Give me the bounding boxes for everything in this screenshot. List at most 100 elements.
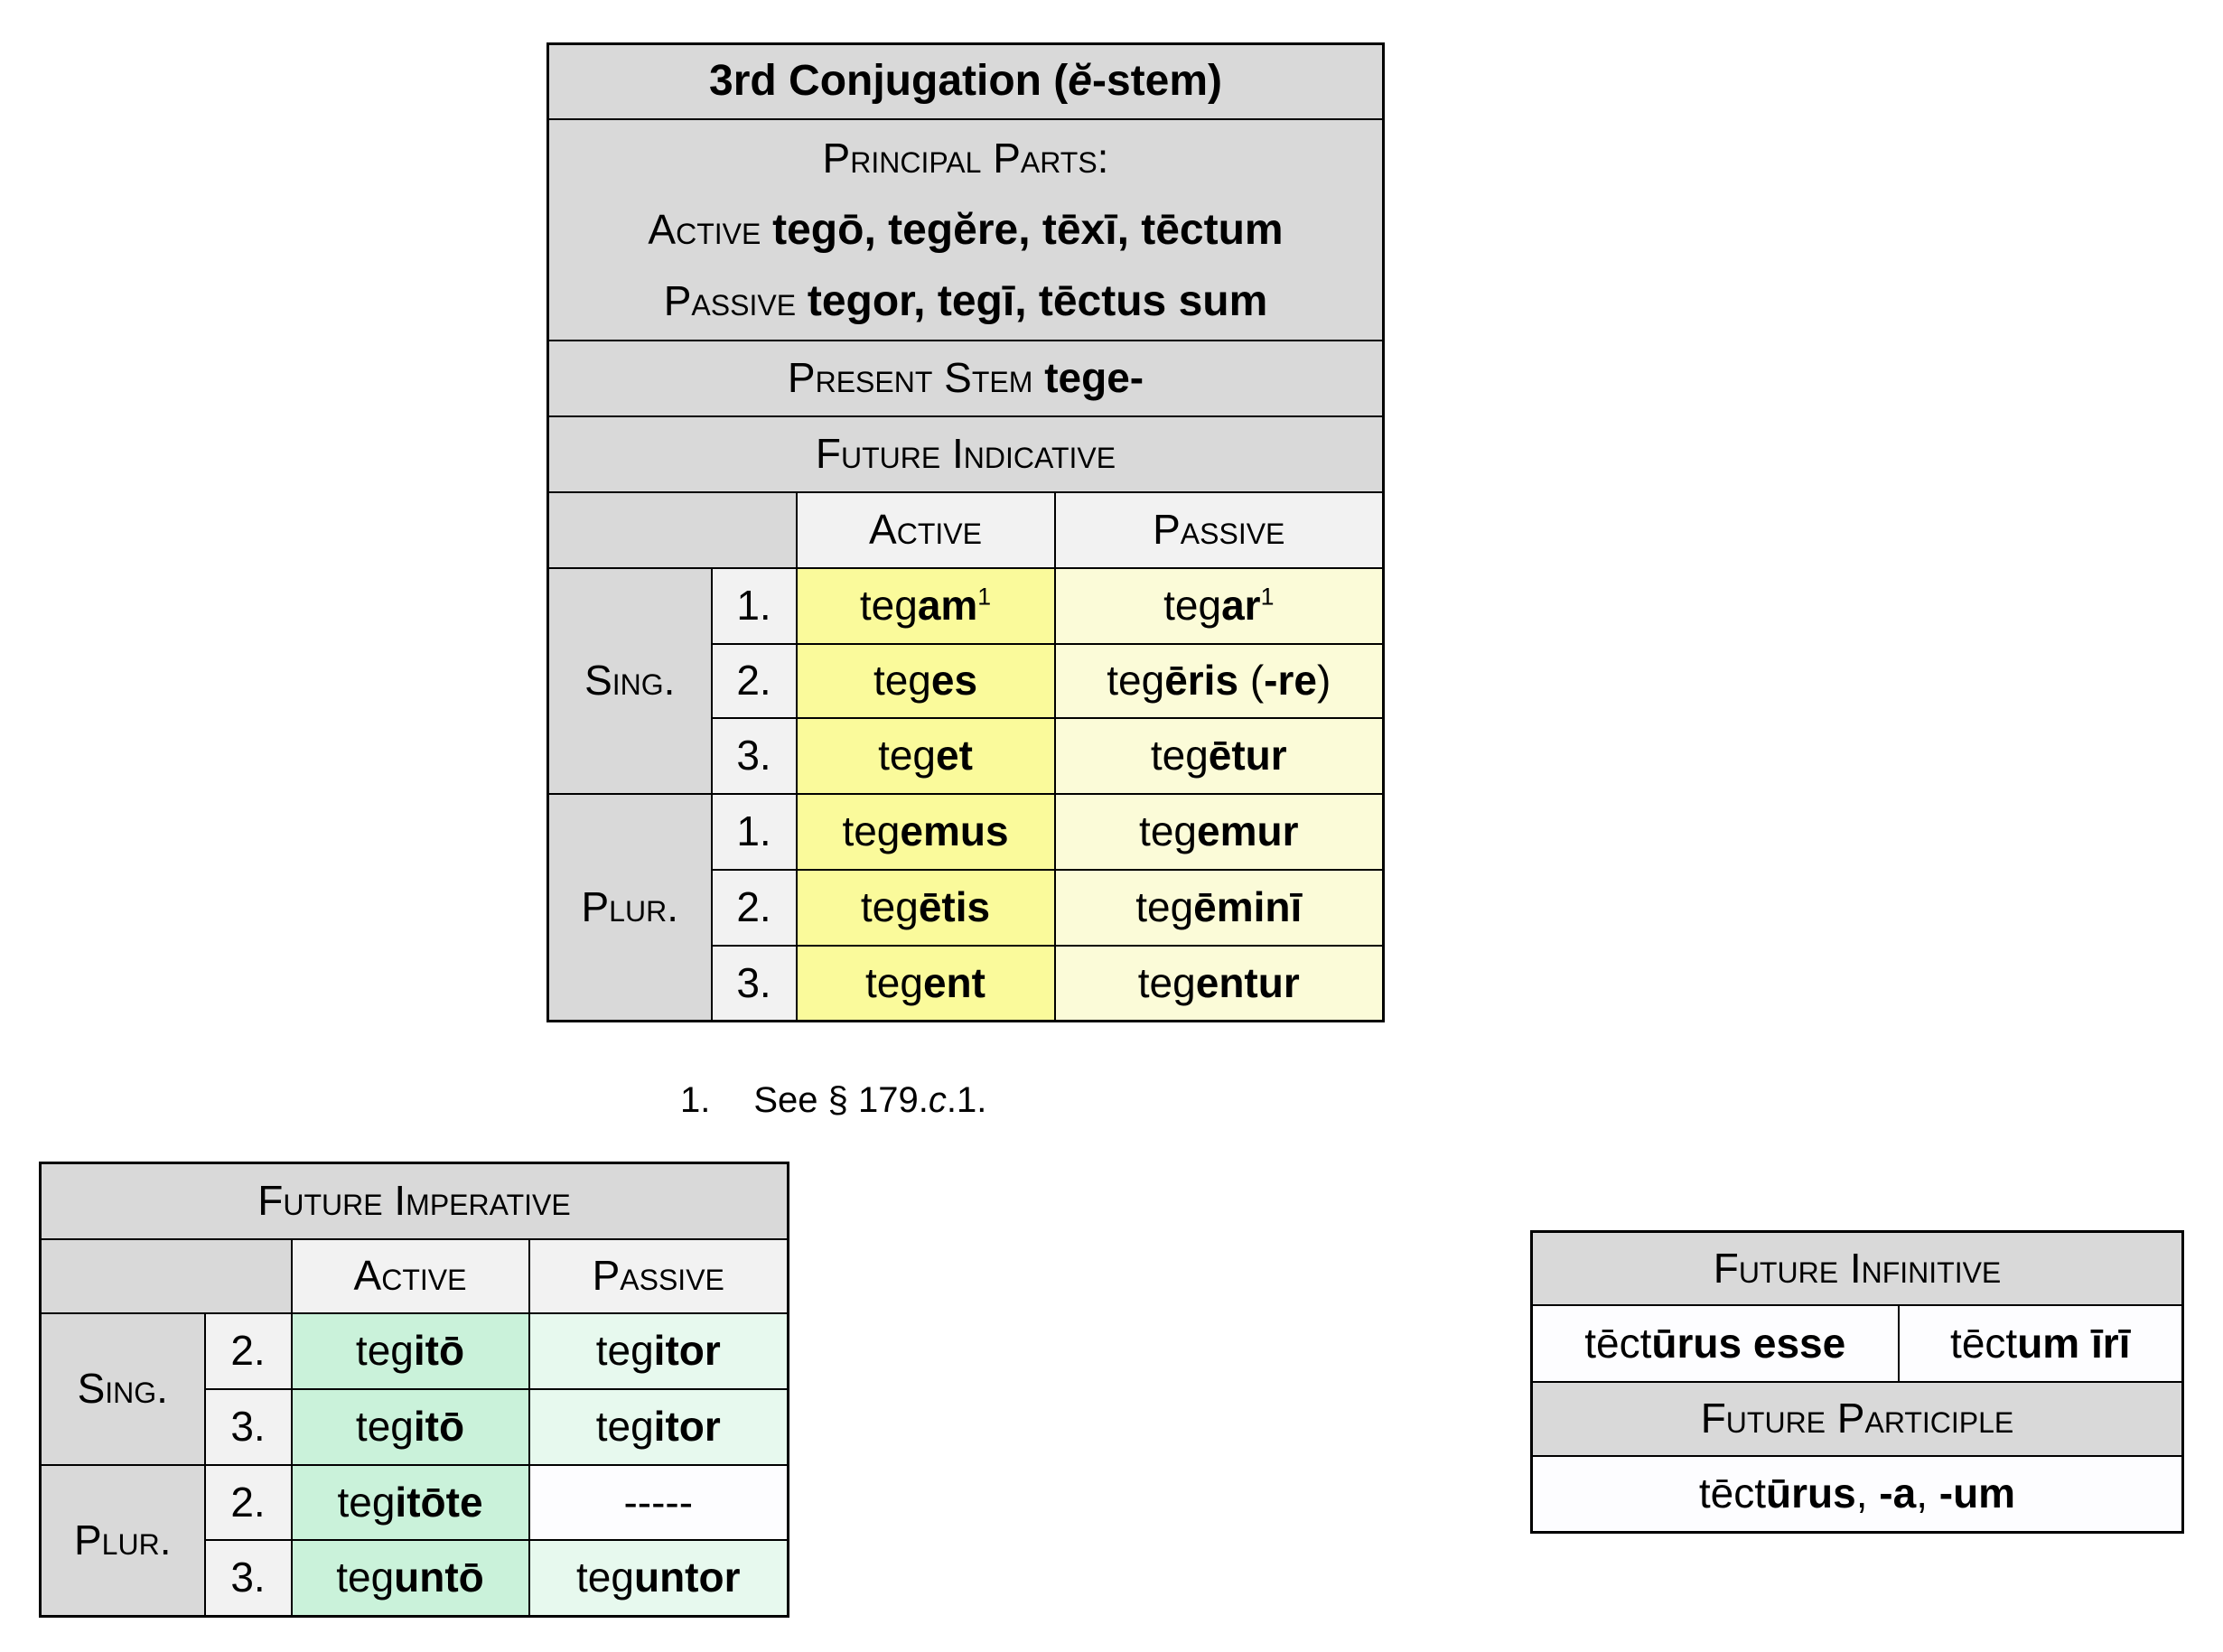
passive-column-header: Passive [528,1237,789,1314]
text-segment: et [936,732,973,779]
text-segment: ar [1221,582,1261,630]
person-number: 2. [203,1463,293,1541]
active-column-header: Active [795,490,1056,569]
text-segment: ( [1238,657,1265,705]
table-row: 3. tegitō tegitor [41,1387,789,1466]
text-segment: teg [1163,582,1222,630]
future-imperative-header: Future Imperative [39,1162,789,1240]
text-segment: teg [1150,732,1209,779]
fut-ind-plur-2-active: tegētis [795,868,1056,947]
future-indicative-header: Future Indicative [546,415,1385,493]
fut-imp-plur-3-passive: teguntor [528,1538,789,1618]
text-segment: teg [873,657,931,705]
principal-parts-cell: Principal Parts: Active tegō, tegĕre, tē… [546,117,1385,341]
text-segment: ) [1316,657,1331,705]
text-segment: tēct [1584,1319,1652,1367]
text-segment: emur [1197,807,1299,855]
text-segment: -a [1879,1470,1917,1517]
text-segment: entur [1195,958,1300,1006]
text-segment: teg [859,582,918,630]
text-segment: teg [1135,883,1194,931]
text-segment: ūrus [1766,1470,1856,1517]
text-segment: -re [1264,657,1317,705]
fut-ind-sing-3-active: teget [795,716,1056,795]
text-segment: emus [900,807,1009,855]
fut-participle: tēctūrus, -a, -um [1530,1454,2184,1534]
text-segment: teg [355,1327,414,1375]
text-segment: ētis [918,883,991,931]
text-segment: teg [336,1554,395,1601]
text-segment: teg [860,883,919,931]
text-segment: ĕ [1068,56,1092,105]
text-segment: , [1855,1470,1880,1517]
text-segment: itō [413,1403,465,1451]
principal-parts-active: Active tegō, tegĕre, tēxī, tēctum [550,194,1382,266]
footnote: 1.See § 179.c.1. [680,1078,986,1122]
fut-ind-sing-2-passive: tegēris (-re) [1053,642,1385,719]
table-row: Future Participle [1530,1380,2184,1457]
text-segment: See § 179. [753,1080,929,1120]
table-row: 3. tegent tegentur [548,944,1385,1022]
table-row: Plur. 2. tegitōte ----- [39,1463,789,1618]
fut-ind-sing-1-passive: tegar1 [1053,566,1385,645]
person-number: 2. [710,642,798,719]
person-number: 3. [203,1538,293,1618]
fut-ind-sing-2-active: teges [795,642,1056,719]
text-segment: teg [878,732,937,779]
future-infinitive-table: Future Infinitive tēctūrus esse tēctum ī… [1530,1230,2184,1534]
fut-imp-sing-2-active: tegitō [290,1311,530,1390]
table-row: Future Imperative [39,1162,789,1240]
text-segment: untor [633,1554,741,1601]
text-segment: ēris [1164,657,1239,705]
fut-imp-sing-3-passive: tegitor [528,1387,789,1466]
text-segment: teg [595,1327,654,1375]
table-row: Active Passive [546,490,1385,569]
text-segment: -um [1938,1470,2016,1517]
text-segment: ētur [1208,732,1287,779]
text-segment: tege- [1044,354,1144,402]
fut-ind-plur-2-passive: tegēminī [1053,868,1385,947]
table-row: Sing. 2. tegitō tegitor [39,1311,789,1466]
text-segment: ----- [623,1478,694,1526]
fut-ind-sing-1-active: tegam1 [795,566,1056,645]
fut-ind-sing-3-passive: tegētur [1053,716,1385,795]
fut-ind-plur-1-active: tegemus [795,792,1056,871]
text-segment: Future Indicative [815,430,1116,478]
text-segment: Present Stem [787,354,1045,402]
table-row: 2. tegētis tegēminī [548,868,1385,947]
plur-group-label: Plur. [546,792,713,1022]
table-row: Future Indicative [546,415,1385,493]
table-row: tēctūrus esse tēctum īrī [1530,1303,2184,1383]
table-row: 3rd Conjugation (ĕ-stem) [546,42,1385,120]
text-segment: itor [653,1327,721,1375]
text-segment: Future Infinitive [1713,1244,2002,1292]
person-number: 3. [710,716,798,795]
text-segment: untō [394,1554,484,1601]
principal-parts-passive: Passive tegor, tegī, tēctus sum [550,266,1382,337]
future-participle-header: Future Participle [1530,1380,2184,1457]
future-infinitive-header: Future Infinitive [1530,1230,2184,1306]
text-segment: teg [842,807,901,855]
text-segment: teg [865,958,923,1006]
sing-group-label: Sing. [39,1311,206,1466]
table-row: Plur. 1. tegemus tegemur [546,792,1385,1022]
passive-column-header: Passive [1053,490,1385,569]
fut-imp-plur-3-active: teguntō [290,1538,530,1618]
table-row: Future Infinitive [1530,1230,2184,1306]
text-segment: , [1916,1470,1939,1517]
main-table-title: 3rd Conjugation (ĕ-stem) [546,42,1385,120]
table-row: 3. teguntō teguntor [41,1538,789,1618]
fut-imp-sing-3-active: tegitō [290,1387,530,1466]
text-segment: itor [653,1403,721,1451]
text-segment: ēminī [1193,883,1303,931]
text-segment: am [917,582,978,630]
fut-inf-active: tēctūrus esse [1530,1303,1900,1383]
text-segment: itō [413,1327,465,1375]
main-conjugation-table: 3rd Conjugation (ĕ-stem) Principal Parts… [546,42,1386,1022]
person-number: 1. [710,566,798,645]
text-segment: tēct [1950,1319,2018,1367]
text-segment: -stem) [1092,56,1223,105]
text-segment: teg [595,1403,654,1451]
fut-imp-plur-2-passive: ----- [528,1463,789,1541]
